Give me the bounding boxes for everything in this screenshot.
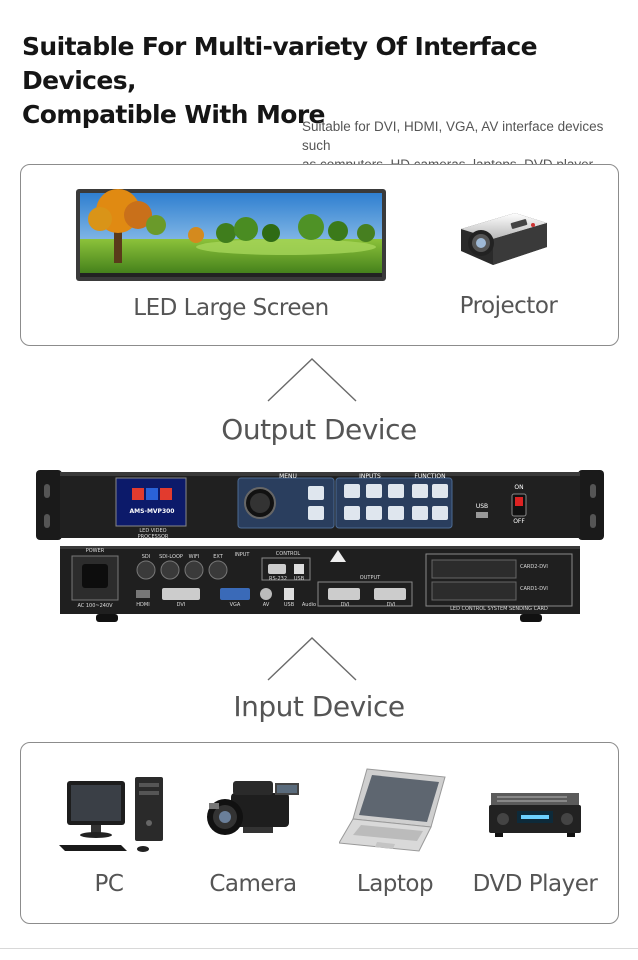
rear-wifi-label: WIFI bbox=[188, 554, 200, 560]
rear-control-usb-label: USB bbox=[293, 576, 305, 582]
video-processor-front-panel: LED VIDEO PROCESSOR AMS-MVP300 MENU INPU… bbox=[36, 470, 604, 540]
chevron-up-icon bbox=[266, 357, 358, 403]
rear-output-dvi-1-label: DVI bbox=[340, 602, 350, 608]
output-device-label-led-screen: LED Large Screen bbox=[133, 295, 329, 321]
rear-ac-label: AC 100~240V bbox=[77, 603, 113, 609]
headline: Suitable For Multi-variety Of Interface … bbox=[22, 30, 632, 132]
front-menu-label: MENU bbox=[279, 473, 297, 480]
video-processor-rear-panel: POWER AC 100~240V SDI SDI-LOOP WIFI EXT … bbox=[60, 546, 580, 626]
rear-input-label: INPUT bbox=[234, 552, 250, 558]
rear-ext-label: EXT bbox=[213, 554, 223, 560]
bottom-divider bbox=[0, 948, 638, 949]
rear-hdmi-label: HDMI bbox=[136, 602, 150, 608]
subline-line-1: Suitable for DVI, HDMI, VGA, AV interfac… bbox=[302, 119, 604, 153]
output-device-card: LED Large Screen Projector bbox=[20, 164, 619, 346]
rear-control-label: CONTROL bbox=[275, 551, 301, 557]
headline-line-2: Compatible With More bbox=[22, 100, 326, 129]
front-inputs-label: INPUTS bbox=[359, 473, 381, 480]
front-function-label: FUNCTION bbox=[414, 473, 446, 480]
dvd-player-icon bbox=[487, 791, 583, 839]
input-device-heading: Input Device bbox=[233, 690, 405, 723]
rear-card2-label: CARD2-DVI bbox=[520, 564, 548, 570]
rear-usb-label: USB bbox=[283, 602, 295, 608]
input-device-card: PC Camera Laptop bbox=[20, 742, 619, 924]
rear-output-dvi-2-label: DVI bbox=[386, 602, 396, 608]
rear-audio-label: Audio bbox=[301, 602, 317, 608]
front-model: AMS-MVP300 bbox=[129, 508, 175, 515]
output-device-heading: Output Device bbox=[221, 413, 417, 446]
input-device-label-pc: PC bbox=[94, 871, 124, 897]
front-off-label: OFF bbox=[513, 518, 525, 525]
front-on-label: ON bbox=[514, 484, 524, 491]
input-device-label-laptop: Laptop bbox=[356, 871, 434, 897]
camera-icon bbox=[203, 779, 303, 847]
front-caption: LED VIDEO PROCESSOR bbox=[137, 528, 169, 540]
output-device-label-projector: Projector bbox=[459, 293, 558, 319]
laptop-icon bbox=[338, 765, 451, 855]
rear-sending-card-label: LED CONTROL SYSTEM SENDING CARD bbox=[450, 606, 548, 612]
projector-icon bbox=[453, 207, 553, 271]
rear-sdi-label: SDI bbox=[141, 554, 151, 560]
rear-rs232-label: RS-232 bbox=[269, 576, 287, 582]
front-usb-label: USB bbox=[475, 503, 489, 510]
chevron-up-icon bbox=[266, 636, 358, 682]
rear-card1-label: CARD1-DVI bbox=[520, 586, 548, 592]
headline-line-1: Suitable For Multi-variety Of Interface … bbox=[22, 32, 538, 95]
input-device-label-camera: Camera bbox=[209, 871, 297, 897]
rear-av-label: AV bbox=[262, 602, 270, 608]
input-device-label-dvd-player: DVD Player bbox=[472, 871, 598, 897]
rear-power-label: POWER bbox=[85, 548, 105, 554]
led-screen-icon bbox=[76, 189, 386, 281]
rear-sdi-loop-label: SDI-LOOP bbox=[159, 554, 183, 560]
rear-output-label: OUTPUT bbox=[359, 575, 381, 581]
rear-vga-label: VGA bbox=[229, 602, 241, 608]
pc-icon bbox=[59, 773, 169, 853]
rear-dvi-label: DVI bbox=[176, 602, 186, 608]
